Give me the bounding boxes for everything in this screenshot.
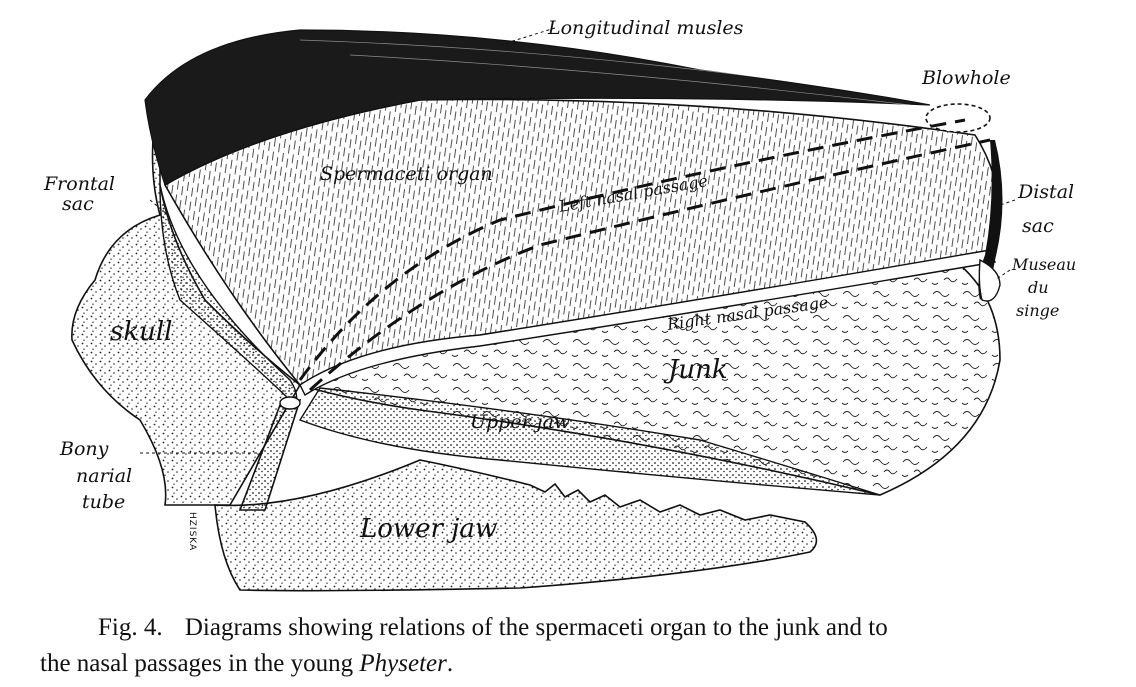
artist-signature: HZISKA [187, 512, 197, 551]
left-nasal-passage-line [298, 118, 966, 381]
distal-sac-shape [978, 140, 1003, 300]
label-bony-3: tube [82, 491, 125, 513]
label-museau-1: Museau [1011, 255, 1076, 274]
label-distal-sac-2: sac [1022, 215, 1054, 237]
label-museau-3: singe [1016, 301, 1059, 320]
label-skull: skull [110, 317, 172, 347]
blowhole-shape [925, 103, 991, 133]
label-longitudinal-muscles: Longitudinal musles [547, 17, 744, 39]
label-frontal-sac-2: sac [62, 193, 94, 215]
label-museau-2: du [1028, 278, 1049, 297]
figure-number: Fig. 4. [98, 614, 163, 641]
label-lower-jaw: Lower jaw [359, 514, 497, 544]
caption-line2-end: . [446, 650, 454, 677]
label-spermaceti-organ: Spermaceti organ [320, 163, 493, 185]
museau-du-singe-shape [978, 258, 1001, 302]
spermaceti-diagram: Longitudinal musles Blowhole Frontal sac… [43, 17, 1076, 592]
upper-jaw-shape [298, 387, 881, 496]
figure-caption: Fig. 4. Diagrams showing relations of th… [40, 610, 1120, 682]
right-nasal-passage-shape [299, 249, 996, 397]
caption-genus: Physeter [359, 650, 447, 677]
lower-jaw-shape [214, 459, 818, 592]
label-blowhole: Blowhole [921, 67, 1011, 89]
caption-line2-start: the nasal passages in the young [40, 650, 354, 677]
label-junk: Junk [663, 355, 728, 385]
label-bony-1: Bony [59, 438, 109, 460]
label-frontal-sac-1: Frontal [43, 173, 115, 195]
label-bony-2: narial [76, 465, 132, 487]
label-distal-sac-1: Distal [1017, 181, 1074, 203]
label-upper-jaw: Upper jaw [470, 411, 570, 433]
longitudinal-muscles-shape [144, 29, 931, 186]
caption-line1: Diagrams showing relations of the sperma… [184, 614, 888, 641]
